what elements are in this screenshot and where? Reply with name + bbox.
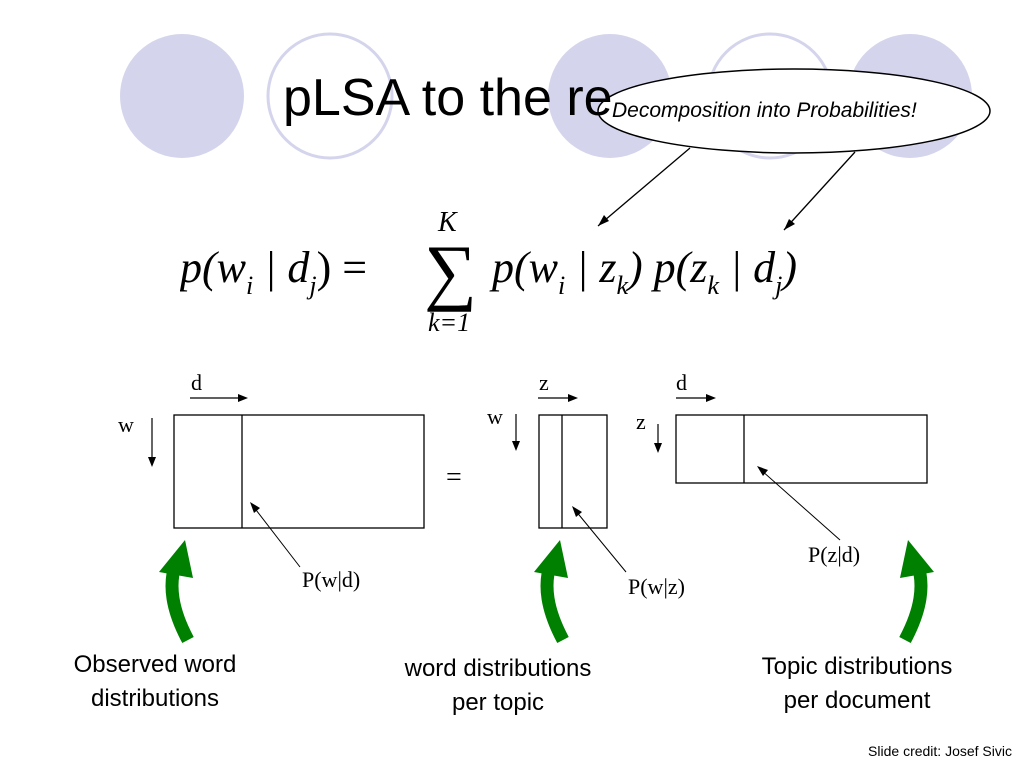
w-axis-arrowhead [512,441,520,451]
caption-observed: Observed word distributions [40,648,270,716]
formula-lhs: p(wi | dj) = [180,243,367,300]
label-pointer-head [250,502,260,513]
mid-matrix-label: P(w|z) [628,574,685,599]
right-d-label: d [676,370,687,395]
caption-line: Topic distributions [761,653,953,680]
caption-line: per topic [451,689,545,716]
sum-sign: ∑ [424,231,477,313]
caption-word-topic: word distributions per topic [378,652,618,720]
matrix-pwd [173,414,425,529]
label-pointer-head [572,506,582,517]
green-arrow-left [159,540,194,644]
mid-z-label: z [539,370,549,395]
equals-sign: = [446,462,462,493]
label-pointer [574,509,627,573]
label-pointer [760,469,841,541]
left-d-label: d [191,370,202,395]
callout-arrowhead [598,215,609,226]
callout-arrow [597,147,691,227]
z-axis-arrowhead [654,443,662,453]
callout-arrow [783,151,856,231]
green-arrow-right [899,540,934,644]
caption-line: per document [783,687,931,714]
callout-text: Decomposition into Probabilities! [612,99,917,122]
green-arrow-middle [534,540,569,644]
callout-ellipse [597,68,991,154]
d-axis-arrowhead [706,394,716,402]
callout-arrowhead [784,219,795,230]
slide-credit: Slide credit: Josef Sivic [868,743,1012,759]
decorative-circle [120,34,244,158]
mid-w-label: w [487,404,503,429]
slide-title: pLSA to the re [283,69,613,127]
matrix-pwz [538,414,608,529]
decorative-circle [266,32,394,160]
label-pointer [252,505,301,568]
left-w-label: w [118,412,134,437]
caption-topic-document: Topic distributions per document [732,650,982,718]
plsa-formula: p(wi | dj) = K ∑ k=1 p(wi | zk) p(zk | d… [180,207,797,337]
sum-upper-limit: K [437,207,458,238]
caption-line: distributions [90,685,220,712]
matrix-pzd [675,414,928,484]
caption-line: word distributions [404,655,592,682]
right-z-label: z [636,409,646,434]
w-axis-arrowhead [148,457,156,467]
sum-lower-limit: k=1 [428,308,470,337]
right-matrix-label: P(z|d) [808,542,860,567]
left-matrix-label: P(w|d) [302,567,360,592]
d-axis-arrowhead [238,394,248,402]
label-pointer-head [757,466,768,476]
caption-line: Observed word [73,651,237,678]
z-axis-arrowhead [568,394,578,402]
formula-rhs: p(wi | zk) p(zk | dj) [489,243,797,300]
